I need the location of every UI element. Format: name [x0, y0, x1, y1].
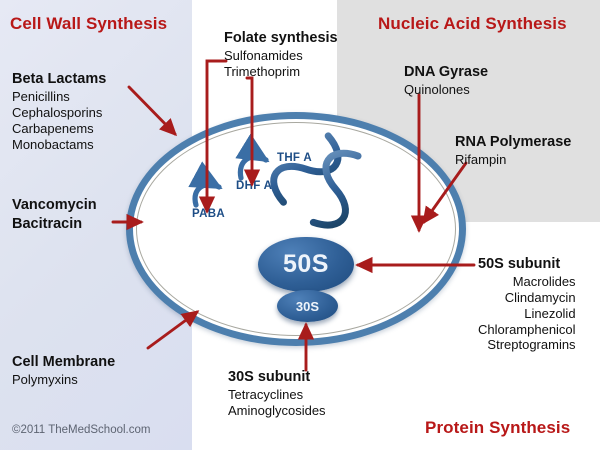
group-cell-membrane: Cell Membrane Polymyxins [12, 353, 115, 388]
sulfonamides-connector [198, 59, 228, 214]
group-50s-subunit: 50S subunit Macrolides Clindamycin Linez… [478, 255, 576, 353]
trimethoprim-connector [243, 76, 261, 187]
ribosome-30s-subunit: 30S [277, 290, 338, 322]
ribosome-50s-label: 50S [283, 250, 329, 278]
group-title: Vancomycin [12, 197, 97, 213]
dhfa-to-thfa-arrow [235, 133, 270, 181]
group-title: Beta Lactams [12, 71, 107, 87]
heading-protein-synthesis: Protein Synthesis [425, 418, 571, 437]
group-rna-polymerase: RNA Polymerase Rifampin [455, 133, 571, 168]
drug-item: Clindamycin [504, 289, 576, 305]
drug-item: Tetracyclines [228, 386, 304, 402]
drug-item: Macrolides [512, 273, 576, 289]
drug-item: Rifampin [455, 151, 507, 167]
group-title: RNA Polymerase [455, 134, 572, 150]
drug-item: Trimethoprim [224, 63, 301, 79]
drug-item: Penicillins [12, 88, 70, 104]
ribosome-50s-subunit: 50S [258, 237, 354, 292]
drug-item: Carbapenems [12, 120, 94, 136]
group-folate-synthesis: Folate synthesis Sulfonamides Trimethopr… [224, 29, 338, 80]
group-title: 30S subunit [228, 369, 311, 385]
drug-item: Sulfonamides [224, 47, 303, 63]
group-vancomycin-bacitracin: Vancomycin Bacitracin [12, 196, 97, 234]
drug-item: Linezolid [524, 305, 576, 321]
drug-item: Quinolones [404, 81, 470, 97]
drug-item: Chloramphenicol [478, 321, 576, 337]
drug-item: Cephalosporins [12, 104, 103, 120]
ribosome-30s-label: 30S [295, 298, 320, 314]
paba-to-dhfa-arrow [188, 161, 223, 208]
group-title: 50S subunit [478, 256, 561, 272]
drug-item: Monobactams [12, 136, 94, 152]
drug-item: Polymyxins [12, 371, 78, 387]
group-dna-gyrase: DNA Gyrase Quinolones [404, 63, 488, 98]
molecule-label-thfa: THF A [277, 152, 312, 164]
cell-membrane-arrow [146, 310, 200, 350]
group-title-second: Bacitracin [12, 216, 83, 233]
group-title: Cell Membrane [12, 354, 116, 370]
drug-item: Aminoglycosides [228, 402, 326, 418]
heading-cell-wall-synthesis: Cell Wall Synthesis [10, 14, 168, 33]
heading-nucleic-acid-synthesis: Nucleic Acid Synthesis [378, 14, 567, 33]
dna-helix-icon [270, 132, 362, 229]
beta-lactams-arrow [127, 85, 178, 137]
group-title: Folate synthesis [224, 30, 338, 46]
rifampin-arrow [422, 161, 468, 225]
group-title: DNA Gyrase [404, 64, 489, 80]
group-beta-lactams: Beta Lactams Penicillins Cephalosporins … [12, 70, 106, 152]
drug-item: Streptogramins [487, 337, 576, 353]
group-30s-subunit: 30S subunit Tetracyclines Aminoglycoside… [228, 368, 326, 419]
copyright-notice: ©2011 TheMedSchool.com [12, 424, 151, 436]
